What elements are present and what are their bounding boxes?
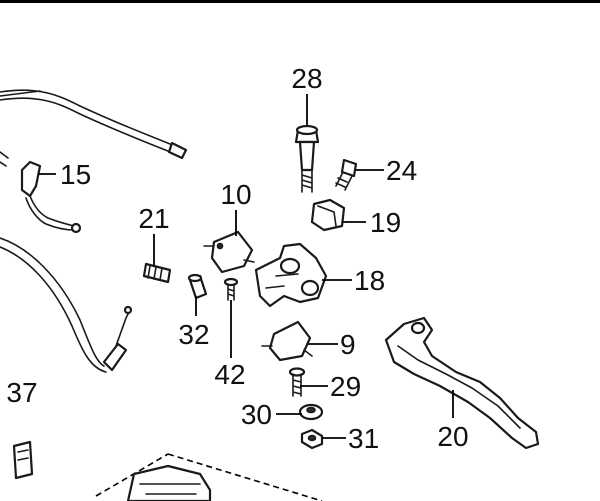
bottom-assembly (95, 453, 323, 501)
callout-29: 29 (330, 371, 361, 402)
callout-18: 18 (354, 265, 385, 296)
part-28-bolt (294, 124, 320, 193)
callout-21: 21 (138, 203, 169, 234)
part-32-spacer (187, 273, 208, 300)
part-37-switch (12, 440, 34, 480)
part-15-switch (20, 160, 82, 234)
part-31-nut (300, 428, 324, 450)
callout-24: 24 (386, 155, 417, 186)
part-29-screw (288, 367, 306, 397)
clutch-cable (0, 89, 188, 167)
part-18-lever-holder (254, 242, 328, 308)
part-24-bolt (335, 158, 358, 191)
part-30-washer (298, 403, 324, 421)
callout-30: 30 (241, 399, 272, 430)
callout-28: 28 (291, 63, 322, 94)
callout-9: 9 (340, 329, 356, 360)
part-20-clutch-lever (384, 316, 540, 450)
part-10-switch (203, 230, 255, 274)
lower-cable (0, 237, 133, 373)
part-21-pivot-bolt (142, 262, 172, 284)
callout-32: 32 (178, 319, 209, 350)
callout-19: 19 (370, 207, 401, 238)
callout-42: 42 (214, 359, 245, 390)
callout-31: 31 (348, 423, 379, 454)
part-9-switch (261, 320, 313, 362)
callout-37: 37 (6, 377, 37, 408)
callout-20: 20 (437, 421, 468, 452)
part-42-screw (223, 277, 239, 301)
callout-15: 15 (60, 159, 91, 190)
callout-10: 10 (220, 179, 251, 210)
part-19-clamp (310, 198, 346, 232)
